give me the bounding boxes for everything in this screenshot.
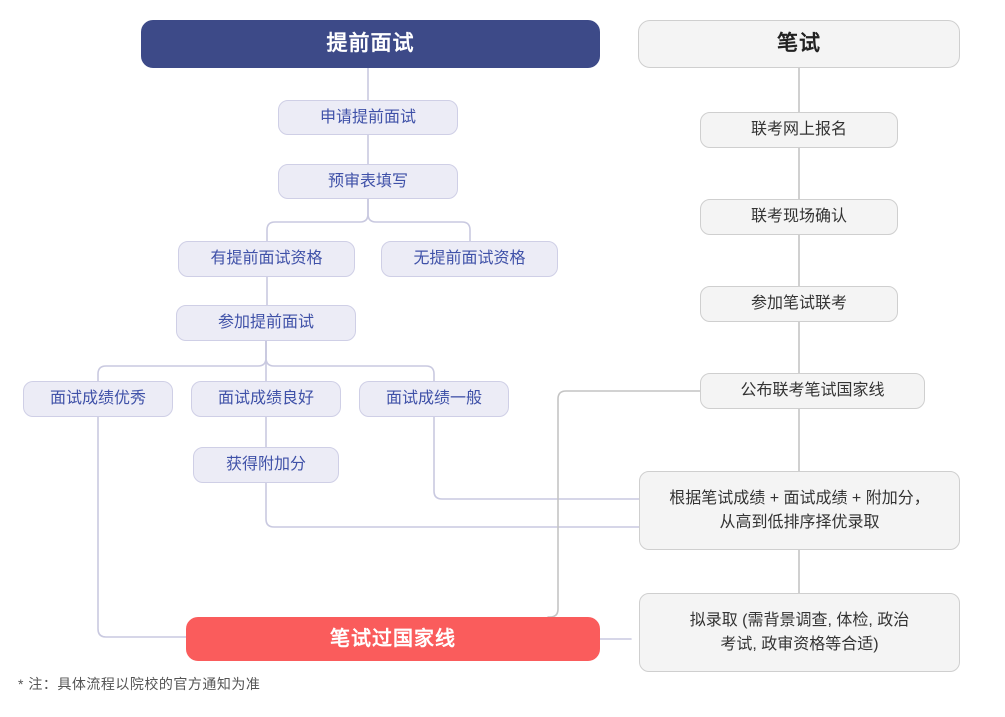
node-interview-score-excellent[interactable]: 面试成绩优秀	[23, 381, 173, 417]
section-header-advance-interview: 提前面试	[141, 20, 600, 68]
node-publish-national-line[interactable]: 公布联考笔试国家线	[700, 373, 925, 409]
node-has-interview-qualification[interactable]: 有提前面试资格	[178, 241, 355, 277]
edge-bonus-to-ranking	[265, 482, 640, 528]
node-provisional-admission[interactable]: 拟录取 (需背景调查, 体检, 政治 考试, 政审资格等合适)	[639, 593, 960, 672]
node-onsite-confirmation[interactable]: 联考现场确认	[700, 199, 898, 235]
node-interview-score-good[interactable]: 面试成绩良好	[191, 381, 341, 417]
edge-attend-to-average	[265, 340, 435, 382]
node-bonus-points[interactable]: 获得附加分	[193, 447, 339, 483]
node-online-registration[interactable]: 联考网上报名	[700, 112, 898, 148]
edge-prefill-to-qualified	[266, 198, 369, 242]
node-apply-advance-interview[interactable]: 申请提前面试	[278, 100, 458, 135]
node-interview-score-average[interactable]: 面试成绩一般	[359, 381, 509, 417]
edge-prefill-to-not-qualified	[367, 198, 471, 242]
footnote-note: * 注：具体流程以院校的官方通知为准	[18, 676, 261, 692]
node-ranking-selection[interactable]: 根据笔试成绩 + 面试成绩 + 附加分， 从高到低排序择优录取	[639, 471, 960, 550]
edge-average-to-ranking	[433, 416, 640, 500]
node-prefill-form[interactable]: 预审表填写	[278, 164, 458, 199]
node-pass-national-line[interactable]: 笔试过国家线	[186, 617, 600, 661]
section-header-written-exam: 笔试	[638, 20, 960, 68]
edge-excellent-to-pass-line	[97, 416, 187, 638]
node-take-written-exam[interactable]: 参加笔试联考	[700, 286, 898, 322]
node-no-interview-qualification[interactable]: 无提前面试资格	[381, 241, 558, 277]
node-attend-advance-interview[interactable]: 参加提前面试	[176, 305, 356, 341]
edge-attend-to-excellent	[97, 340, 267, 382]
